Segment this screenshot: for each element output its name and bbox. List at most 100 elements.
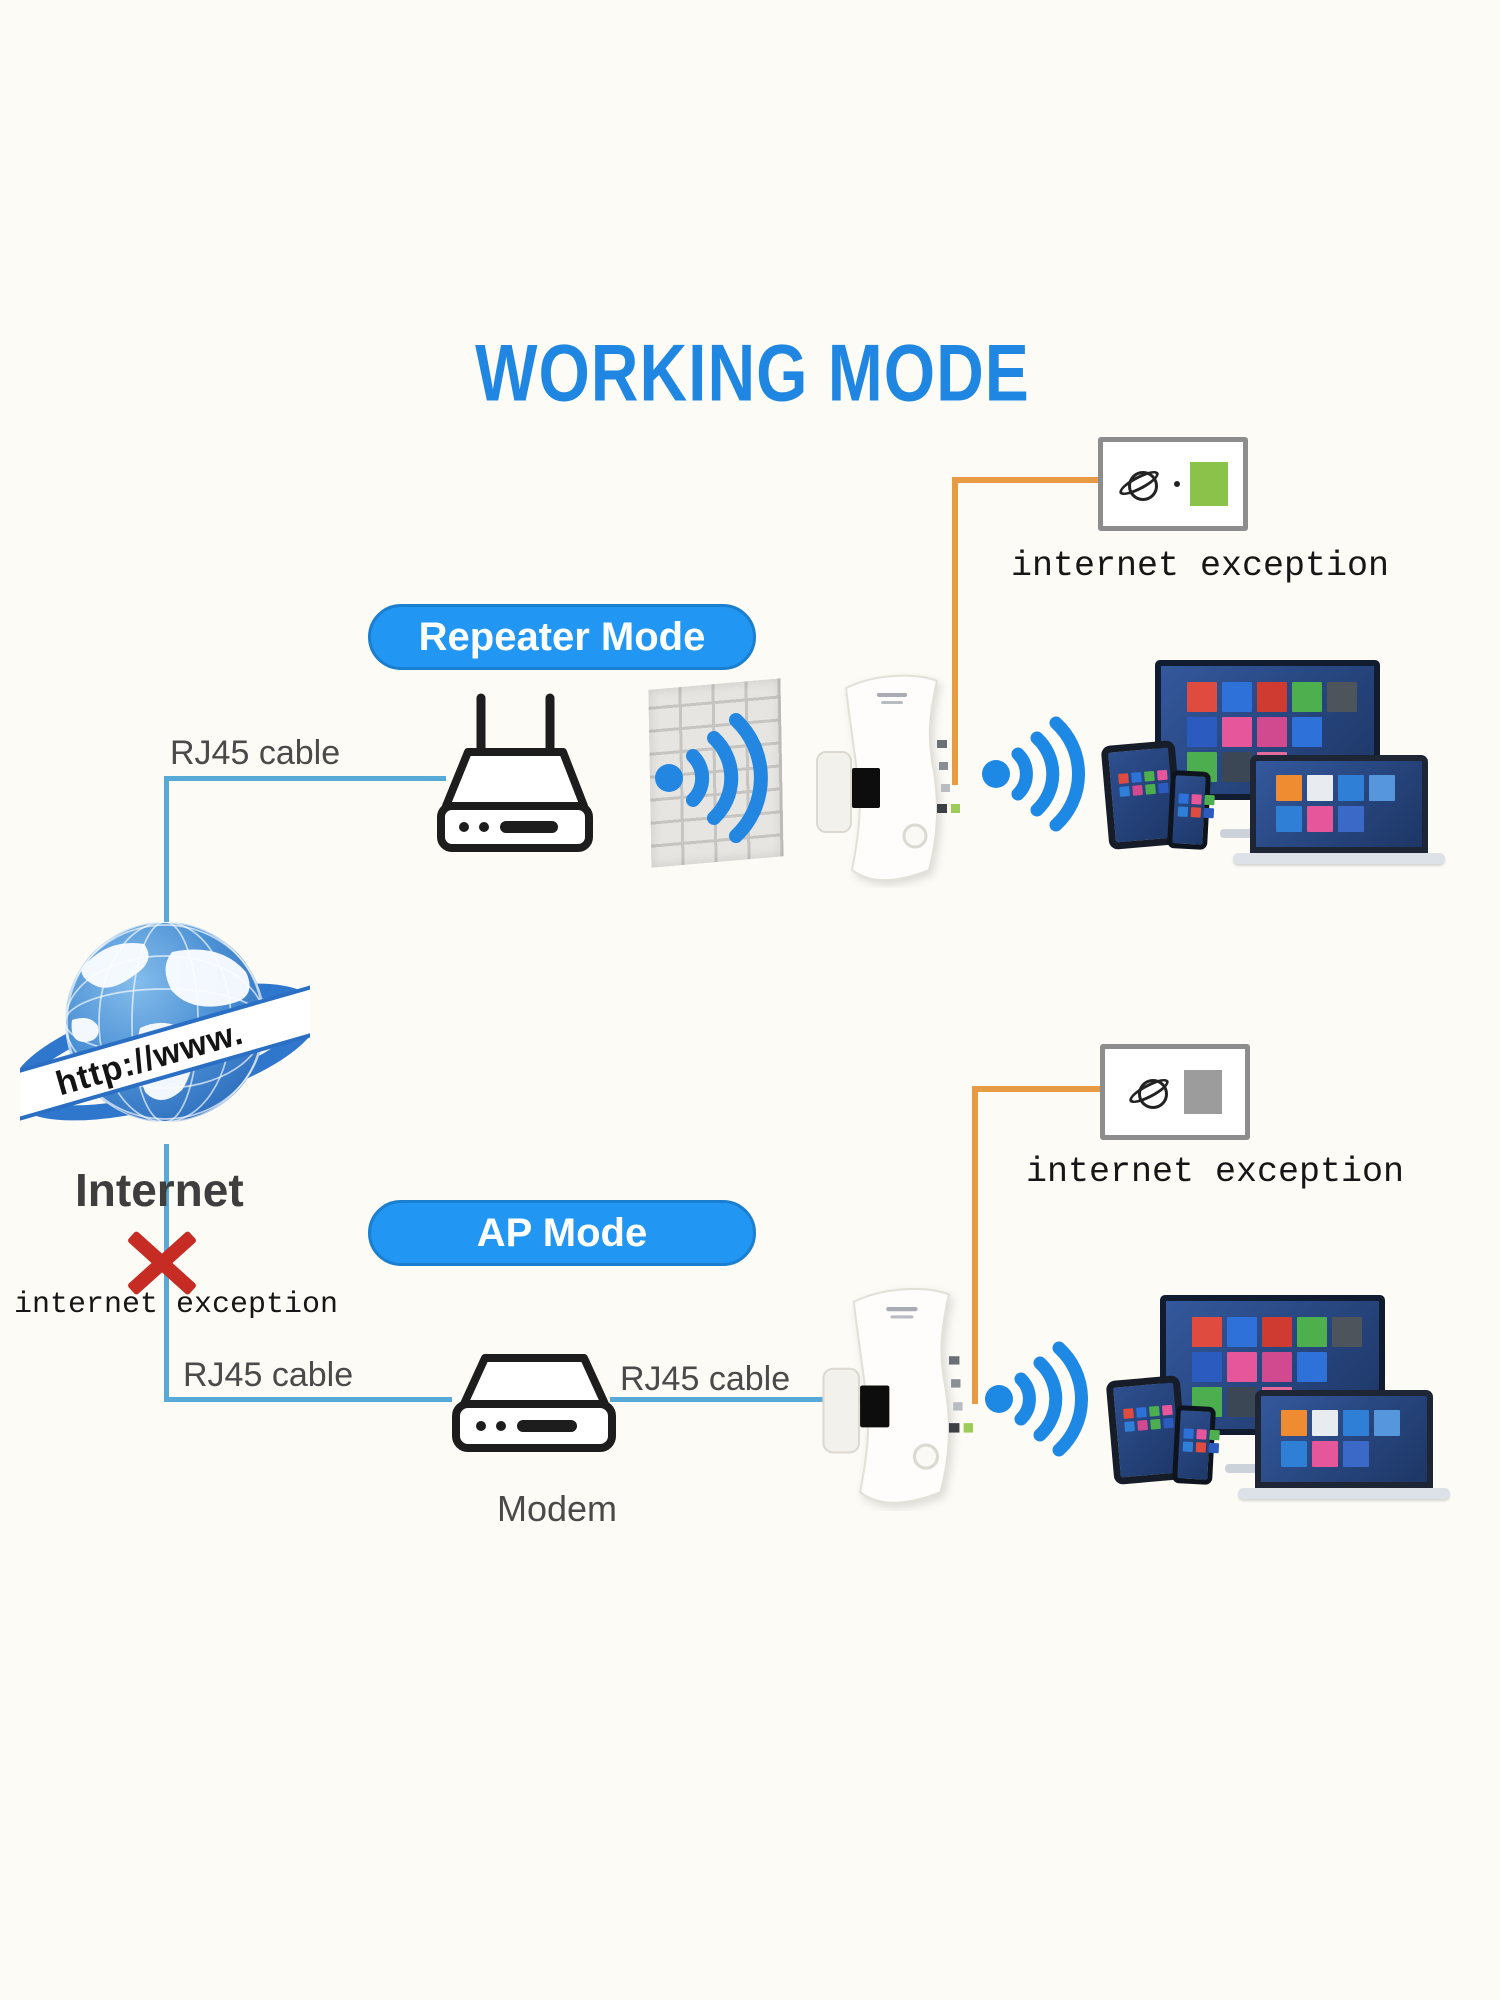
planet-icon	[1116, 461, 1164, 507]
cable-blue-horizontal-2	[164, 1397, 452, 1402]
app-tile	[1276, 775, 1302, 801]
app-tile	[1227, 1352, 1257, 1382]
phone-icon	[1171, 1405, 1220, 1485]
internet-exception-box-2	[1100, 1044, 1250, 1140]
app-tile	[1307, 806, 1333, 832]
modem-label: Modem	[497, 1488, 618, 1529]
page-title: WORKING MODE	[475, 327, 1030, 418]
cable-blue-vertical-upper	[164, 776, 169, 926]
rj45-port	[852, 768, 880, 808]
green-status-square	[1190, 462, 1228, 506]
app-tile	[1177, 806, 1189, 817]
app-tile	[1196, 1429, 1207, 1440]
cable-orange-vertical-2	[972, 1086, 978, 1404]
app-tile	[1182, 1441, 1194, 1452]
app-tile	[1338, 775, 1364, 801]
app-tile	[1374, 1410, 1400, 1436]
power-button	[912, 1443, 940, 1470]
repeater-device-2	[822, 1287, 974, 1504]
app-tile	[1227, 1317, 1257, 1347]
app-tile	[1118, 773, 1129, 784]
app-tile	[1257, 682, 1287, 712]
app-tile	[1369, 775, 1395, 801]
globe-icon: http://www.	[20, 922, 310, 1124]
cable-blue-horizontal-1	[166, 776, 446, 781]
app-tile	[1195, 1442, 1207, 1453]
app-tile	[1156, 769, 1168, 781]
app-tile	[1123, 1408, 1134, 1419]
ap-mode-label: AP Mode	[476, 1210, 648, 1255]
app-tile	[1137, 1419, 1148, 1431]
laptop-icon	[1255, 1390, 1433, 1488]
app-tile	[1204, 794, 1215, 806]
internet-exception-box-1	[1098, 437, 1248, 531]
app-tile	[1209, 1429, 1220, 1441]
app-tile	[1124, 1421, 1136, 1432]
app-tile	[1145, 783, 1156, 795]
internet-exception-label-1: internet exception	[1010, 546, 1390, 586]
app-tile	[1158, 782, 1169, 794]
app-tile	[1222, 752, 1252, 782]
wifi-icon-1	[982, 716, 1085, 832]
led-indicators	[937, 740, 960, 813]
gray-status-square	[1184, 1070, 1222, 1114]
app-tile	[1257, 717, 1287, 747]
wifi-icon-2	[985, 1341, 1088, 1457]
repeater-mode-label: Repeater Mode	[418, 614, 706, 659]
repeater-device-1	[816, 674, 960, 882]
app-tile	[1183, 1428, 1194, 1439]
app-tile	[1136, 1407, 1147, 1418]
phone-icon	[1166, 770, 1215, 850]
ap-mode-pill: AP Mode	[368, 1200, 756, 1266]
app-tile	[1187, 717, 1217, 747]
app-tile	[1190, 807, 1202, 818]
app-tile	[1343, 1410, 1369, 1436]
app-tile	[1203, 807, 1215, 819]
app-tile	[1143, 770, 1155, 782]
app-tile	[1148, 1405, 1160, 1417]
cable-blue-horizontal-3	[610, 1397, 862, 1402]
app-tile	[1161, 1404, 1173, 1416]
planet-icon	[1126, 1069, 1174, 1115]
modem-icon	[452, 1354, 616, 1452]
app-tile	[1292, 717, 1322, 747]
wall-wifi-icon	[655, 713, 768, 843]
rj45-cable-label-3: RJ45 cable	[620, 1360, 791, 1398]
rj45-port	[860, 1385, 890, 1428]
laptop-icon	[1250, 755, 1428, 853]
app-tile	[1338, 806, 1364, 832]
red-x-icon	[121, 1230, 203, 1296]
cable-orange-horizontal-1	[952, 477, 1100, 483]
app-tile	[1262, 1317, 1292, 1347]
app-tile	[1297, 1317, 1327, 1347]
app-tile	[1292, 682, 1322, 712]
app-tile	[1178, 793, 1189, 804]
app-tile	[1192, 1317, 1222, 1347]
app-tile	[1227, 1387, 1257, 1417]
app-tile	[1163, 1417, 1174, 1429]
app-tile	[1222, 717, 1252, 747]
app-tile	[1312, 1410, 1338, 1436]
device-cluster-2	[1105, 1290, 1450, 1510]
app-tile	[1191, 794, 1202, 805]
app-tile	[1327, 682, 1357, 712]
internet-exception-label-left: internet exception	[14, 1288, 339, 1322]
led-indicators	[948, 1356, 974, 1433]
app-tile	[1119, 786, 1131, 797]
app-tile	[1150, 1418, 1161, 1430]
internet-exception-label-2: internet exception	[1025, 1152, 1405, 1192]
app-tile	[1187, 682, 1217, 712]
app-tile	[1307, 775, 1333, 801]
app-tile	[1312, 1441, 1338, 1467]
app-tile	[1131, 772, 1142, 783]
app-tile	[1276, 806, 1302, 832]
app-tile	[1262, 1352, 1292, 1382]
repeater-mode-pill: Repeater Mode	[368, 604, 756, 670]
app-tile	[1192, 1352, 1222, 1382]
internet-label: Internet	[75, 1164, 244, 1216]
app-tile	[1208, 1442, 1220, 1454]
router-icon	[437, 693, 593, 852]
rj45-cable-label-1: RJ45 cable	[170, 734, 341, 772]
app-tile	[1343, 1441, 1369, 1467]
